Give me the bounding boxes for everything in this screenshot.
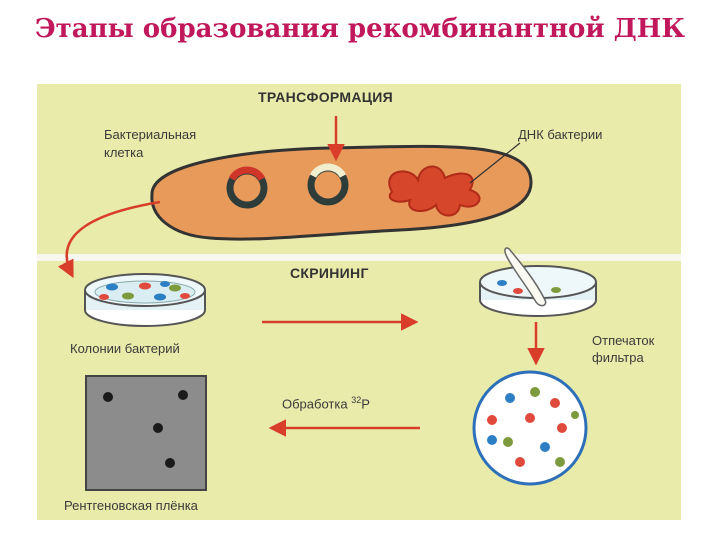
dna-pointer <box>469 142 521 184</box>
treatment-label: Обработка 32P <box>282 392 370 412</box>
petri-dish-colonies <box>84 273 206 327</box>
isotope-mass: 32 <box>351 395 362 405</box>
xray-film <box>85 375 207 491</box>
bacterial-cell-label-1: Бактериальная <box>104 127 197 142</box>
treatment-word: Обработка <box>282 396 348 412</box>
plasmid-right <box>307 163 349 206</box>
bacterial-colonies-label: Колонии бактерий <box>70 341 180 356</box>
cell-to-colonies-arrow <box>57 200 161 279</box>
stage-divider <box>37 254 681 261</box>
filter-print-label-2: фильтра <box>592 350 644 365</box>
stage-screening-label: СКРИНИНГ <box>290 265 369 281</box>
filter-print <box>472 370 588 486</box>
plasmid-left <box>226 166 268 209</box>
stage-transformation-label: ТРАНСФОРМАЦИЯ <box>258 89 394 105</box>
bacterial-cell-label-2: клетка <box>104 145 144 160</box>
page-title: Этапы образования рекомбинантной ДНК <box>34 14 686 44</box>
isotope-element: P <box>361 396 370 412</box>
filter-print-label-1: Отпечаток <box>592 333 655 348</box>
bacterial-dna-label: ДНК бактерии <box>518 127 603 142</box>
petri-dish-filter <box>479 247 597 317</box>
bacterial-dna <box>388 165 481 217</box>
xray-film-label: Рентгеновская плёнка <box>64 498 198 513</box>
